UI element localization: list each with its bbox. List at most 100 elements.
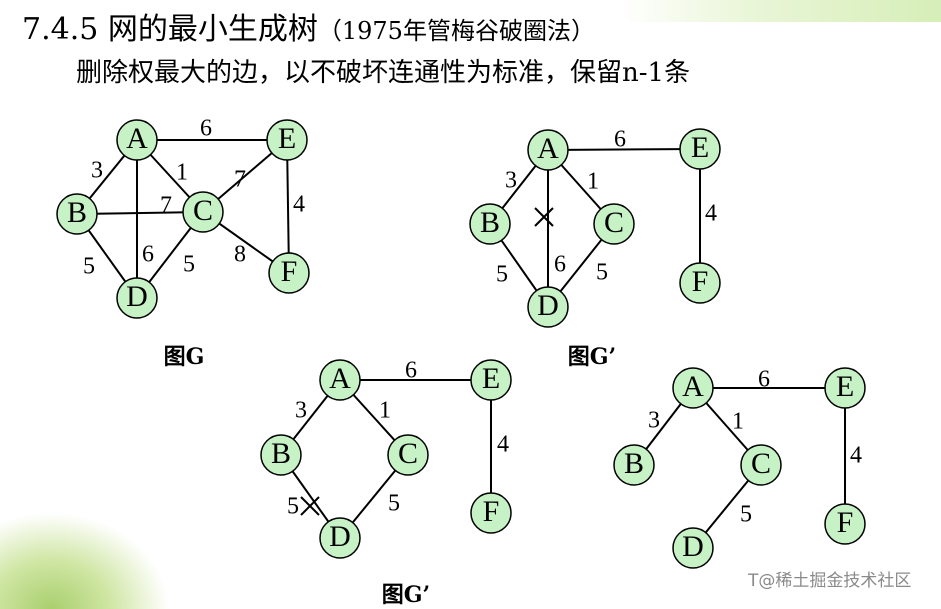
node-label: B bbox=[624, 447, 644, 480]
node-label: A bbox=[329, 362, 351, 395]
node-circle bbox=[56, 193, 98, 235]
node-label: C bbox=[398, 437, 418, 470]
top-decoration bbox=[620, 0, 941, 22]
edge-weight-a-b: 3 bbox=[505, 168, 517, 194]
edge-weight-e-f: 4 bbox=[497, 432, 509, 458]
node-circle bbox=[593, 203, 635, 245]
node-circle bbox=[260, 434, 302, 476]
node-e: E bbox=[824, 367, 866, 409]
node-circle bbox=[319, 359, 361, 401]
node-f: F bbox=[268, 252, 310, 294]
node-label: A bbox=[126, 122, 148, 155]
node-b: B bbox=[56, 193, 98, 235]
node-circle bbox=[116, 119, 158, 161]
node-c: C bbox=[593, 203, 635, 245]
node-d: D bbox=[527, 286, 569, 328]
edge-b-c bbox=[76, 211, 204, 215]
node-d: D bbox=[319, 517, 361, 559]
edge-weight-c-f: 8 bbox=[234, 242, 246, 268]
deleted-edge-cross-a-d bbox=[534, 207, 554, 227]
node-label: D bbox=[537, 289, 559, 322]
node-circle bbox=[672, 367, 714, 409]
page-subtitle: 删除权最大的边，以不破坏连通性为标准，保留n-1条 bbox=[76, 58, 691, 88]
edge-weight-a-e: 6 bbox=[614, 127, 626, 153]
edge-weight-e-f: 4 bbox=[293, 192, 305, 218]
node-e: E bbox=[679, 128, 721, 170]
edge-weight-a-c: 1 bbox=[176, 160, 188, 186]
node-circle bbox=[268, 252, 310, 294]
node-label: C bbox=[193, 194, 213, 227]
edge-weight-a-b: 3 bbox=[648, 408, 660, 434]
edge-weight-e-f: 4 bbox=[705, 201, 717, 227]
node-circle bbox=[672, 527, 714, 569]
node-circle bbox=[679, 128, 721, 170]
cross-stroke bbox=[534, 207, 554, 227]
node-label: F bbox=[692, 265, 709, 298]
node-a: A bbox=[527, 129, 569, 171]
node-label: D bbox=[682, 530, 704, 563]
edge-weight-a-b: 3 bbox=[295, 398, 307, 424]
edge-weight-a-c: 1 bbox=[379, 398, 391, 424]
edge-weight-b-d: 5 bbox=[287, 494, 299, 520]
edge-weight-a-c: 1 bbox=[587, 169, 599, 195]
node-circle bbox=[116, 277, 158, 319]
node-circle bbox=[319, 517, 361, 559]
edge-weight-e-f: 4 bbox=[850, 443, 862, 469]
node-label: E bbox=[278, 122, 296, 155]
node-label: F bbox=[483, 495, 500, 528]
node-e: E bbox=[266, 119, 308, 161]
node-label: F bbox=[281, 255, 298, 288]
node-b: B bbox=[260, 434, 302, 476]
node-label: D bbox=[329, 520, 351, 553]
node-label: E bbox=[836, 370, 854, 403]
node-label: A bbox=[537, 132, 559, 165]
cross-stroke bbox=[300, 496, 320, 516]
node-b: B bbox=[469, 203, 511, 245]
node-d: D bbox=[116, 277, 158, 319]
node-label: B bbox=[67, 196, 87, 229]
graph-caption: 图G’ bbox=[382, 582, 430, 608]
node-c: C bbox=[182, 191, 224, 233]
graph-caption: 图G’ bbox=[568, 344, 616, 370]
node-circle bbox=[527, 129, 569, 171]
edge-weight-a-e: 6 bbox=[758, 367, 770, 393]
node-circle bbox=[740, 444, 782, 486]
page-title: 7.4.5 网的最小生成树（1975年管梅谷破圈法） bbox=[22, 4, 595, 48]
leaf-decoration bbox=[0, 512, 170, 609]
node-label: C bbox=[604, 206, 624, 239]
edge-e-f bbox=[286, 139, 290, 274]
node-label: C bbox=[751, 447, 771, 480]
deleted-edge-cross-b-d bbox=[300, 496, 320, 516]
node-d: D bbox=[672, 527, 714, 569]
graph-caption: 图G bbox=[164, 344, 205, 370]
title-main: 7.4.5 网的最小生成树 bbox=[22, 12, 318, 47]
node-c: C bbox=[740, 444, 782, 486]
watermark: T@稀土掘金技术社区 bbox=[748, 571, 912, 591]
node-circle bbox=[266, 119, 308, 161]
node-circle bbox=[469, 203, 511, 245]
node-a: A bbox=[116, 119, 158, 161]
node-circle bbox=[470, 359, 512, 401]
node-circle bbox=[824, 503, 866, 545]
node-circle bbox=[470, 492, 512, 534]
node-f: F bbox=[470, 492, 512, 534]
node-e: E bbox=[470, 359, 512, 401]
edge-weight-c-d: 5 bbox=[740, 502, 752, 528]
node-c: C bbox=[387, 434, 429, 476]
node-circle bbox=[824, 367, 866, 409]
node-label: E bbox=[482, 362, 500, 395]
node-circle bbox=[613, 444, 655, 486]
edge-weight-a-c: 1 bbox=[732, 409, 744, 435]
edge-a-e bbox=[547, 148, 701, 151]
node-circle bbox=[182, 191, 224, 233]
edge-weight-a-d: 6 bbox=[142, 242, 154, 268]
node-label: B bbox=[480, 206, 500, 239]
edge-weight-c-d: 5 bbox=[388, 491, 400, 517]
node-a: A bbox=[319, 359, 361, 401]
node-a: A bbox=[672, 367, 714, 409]
node-label: B bbox=[271, 437, 291, 470]
